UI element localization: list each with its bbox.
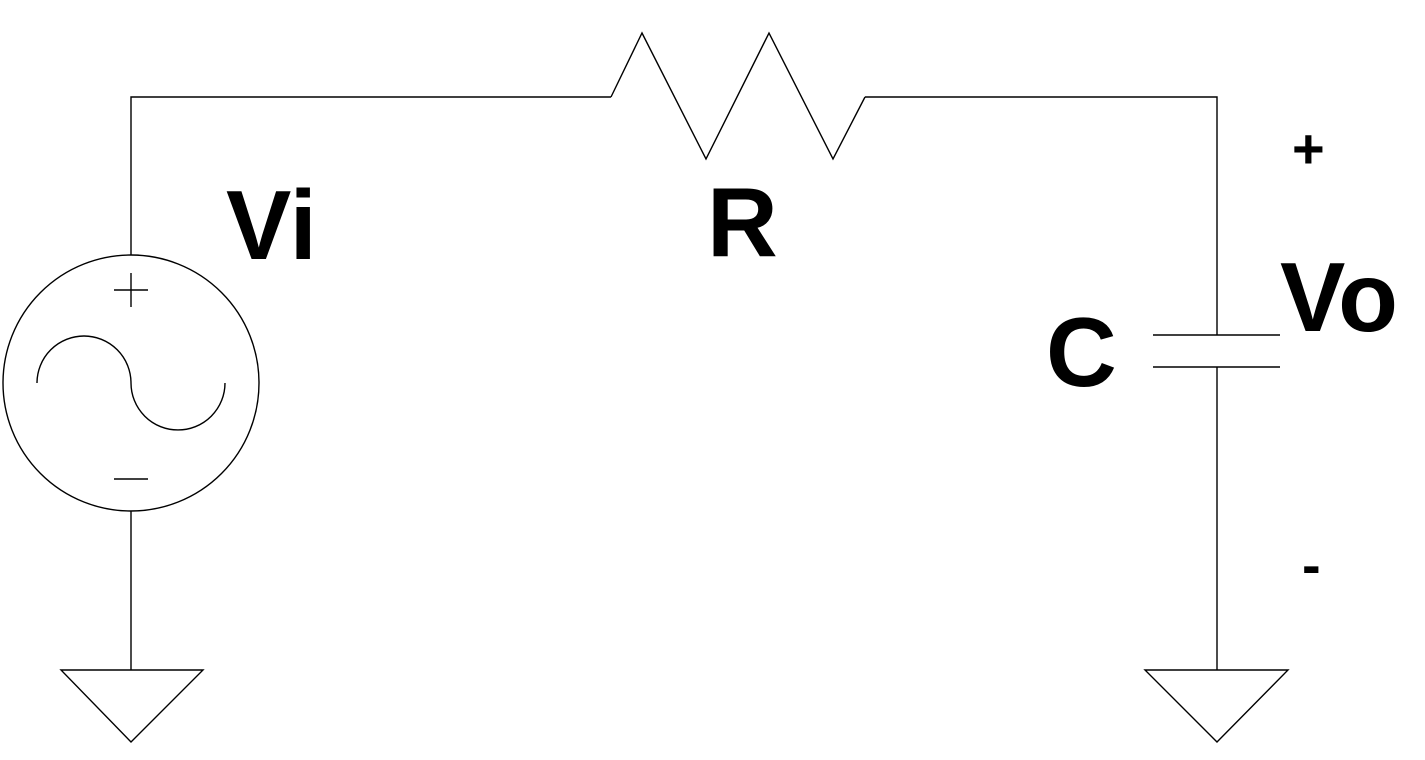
resistor-label: R — [707, 167, 778, 277]
wire-resistor-to-capacitor — [865, 96, 1218, 335]
ac-source-icon — [2, 254, 260, 512]
source-label: Vi — [226, 170, 317, 280]
wire-source-to-resistor — [130, 96, 611, 255]
output-label: Vo — [1280, 242, 1398, 352]
ground-icon — [1143, 669, 1290, 743]
output-plus-label: + — [1292, 117, 1325, 180]
ground-icon — [59, 669, 205, 743]
resistor-icon — [610, 31, 866, 161]
capacitor-icon — [1153, 334, 1280, 368]
capacitor-label: C — [1046, 297, 1117, 407]
output-minus-label: - — [1302, 533, 1321, 596]
